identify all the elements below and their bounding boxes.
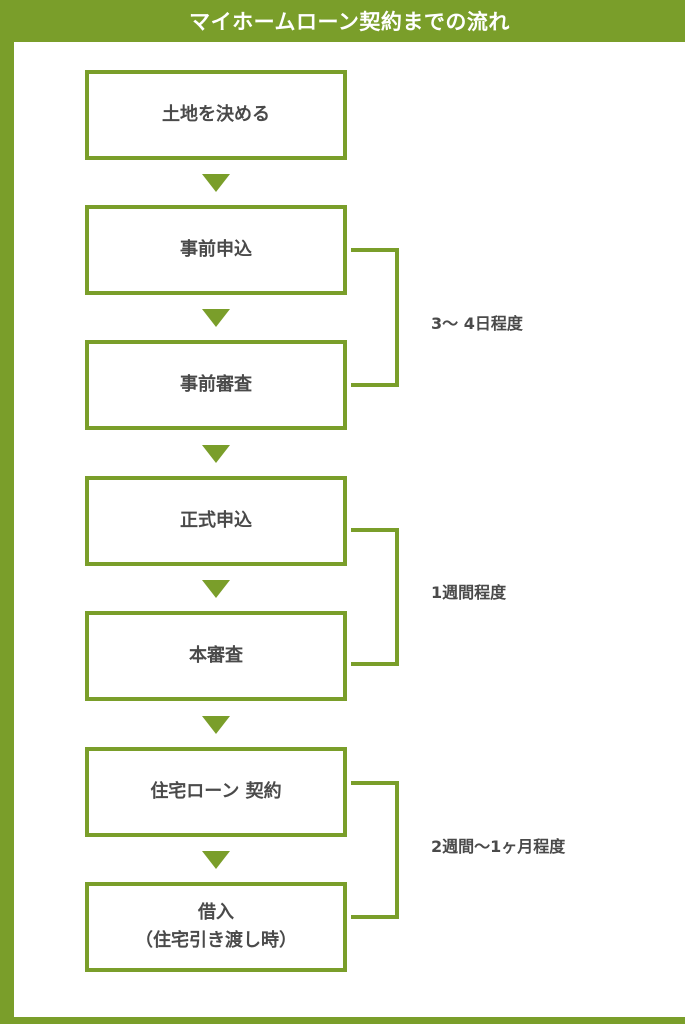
down-arrow-icon (202, 580, 230, 598)
step-label: 土地を決める (162, 104, 270, 126)
step-borrowing: 借入 （住宅引き渡し時） (85, 882, 347, 972)
step-label: 正式申込 (180, 510, 252, 532)
duration-bracket (351, 781, 399, 919)
flow-canvas: 土地を決める 事前申込 事前審査 正式申込 本審査 住宅ローン 契約 借入 (14, 42, 685, 1017)
down-arrow-icon (202, 851, 230, 869)
duration-bracket (351, 528, 399, 666)
step-label: 事前審査 (180, 374, 252, 396)
step-label: 本審査 (189, 645, 243, 667)
step-label: 事前申込 (180, 239, 252, 261)
down-arrow-icon (202, 445, 230, 463)
step-main-screening: 本審査 (85, 611, 347, 701)
step-formal-application: 正式申込 (85, 476, 347, 566)
down-arrow-icon (202, 716, 230, 734)
duration-label: 1週間程度 (431, 583, 507, 602)
duration-bracket (351, 248, 399, 387)
duration-label: 3〜 4日程度 (431, 314, 523, 333)
down-arrow-icon (202, 309, 230, 327)
down-arrow-icon (202, 174, 230, 192)
step-label: 住宅ローン 契約 (150, 781, 282, 803)
duration-label: 2週間〜1ヶ月程度 (431, 837, 566, 856)
step-loan-contract: 住宅ローン 契約 (85, 747, 347, 837)
step-sublabel: （住宅引き渡し時） (135, 930, 297, 951)
step-pre-screening: 事前審査 (85, 340, 347, 430)
diagram-title: マイホームローン契約までの流れ (189, 10, 510, 34)
step-label: 借入 (198, 902, 234, 924)
step-pre-application: 事前申込 (85, 205, 347, 295)
step-select-land: 土地を決める (85, 70, 347, 160)
